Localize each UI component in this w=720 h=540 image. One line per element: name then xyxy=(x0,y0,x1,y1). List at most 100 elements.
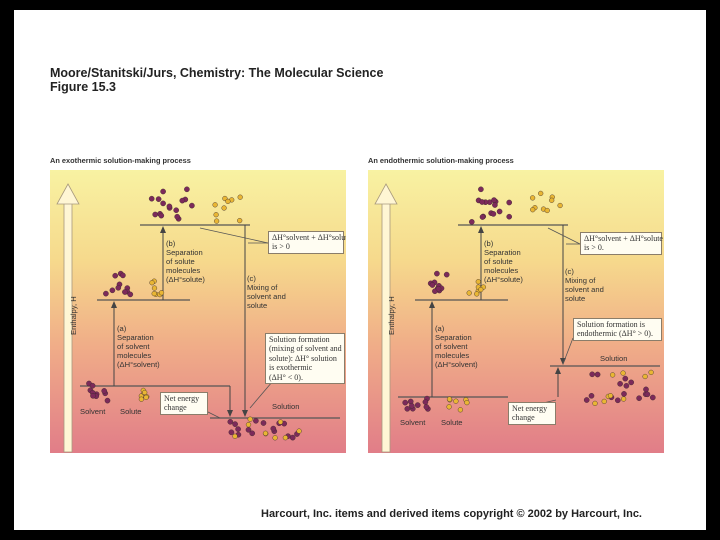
molecule xyxy=(434,270,440,277)
molecule xyxy=(643,386,649,393)
molecule xyxy=(607,393,614,399)
right-y-axis-label: Enthalpy, H xyxy=(387,296,396,335)
molecule xyxy=(621,396,627,402)
molecule xyxy=(478,286,484,293)
molecule xyxy=(530,195,536,201)
separated-solute-molecules xyxy=(530,190,563,214)
molecule xyxy=(237,217,243,224)
molecule xyxy=(622,375,629,382)
molecule xyxy=(158,212,165,219)
molecule xyxy=(227,418,234,425)
molecule xyxy=(173,207,179,214)
figure-source: Moore/Stanitski/Jurs, Chemistry: The Mol… xyxy=(50,66,384,80)
molecule xyxy=(402,399,409,406)
molecule xyxy=(120,272,126,279)
molecule xyxy=(151,290,157,297)
molecule xyxy=(601,398,607,405)
molecule xyxy=(289,434,296,441)
molecule xyxy=(446,396,453,402)
molecule xyxy=(189,202,195,209)
exothermic-diagram xyxy=(56,183,340,453)
molecule xyxy=(184,186,190,193)
molecule xyxy=(228,429,235,436)
molecule xyxy=(90,392,96,399)
endothermic-diagram xyxy=(374,183,660,453)
molecule xyxy=(112,272,118,279)
molecule xyxy=(104,397,111,404)
molecule xyxy=(464,400,470,406)
molecule xyxy=(103,290,109,297)
molecule xyxy=(628,379,635,386)
intermediate-solvent-molecules xyxy=(103,270,134,298)
molecule xyxy=(469,219,475,225)
separated-solvent-molecules xyxy=(469,186,512,225)
molecule xyxy=(588,392,595,399)
molecule xyxy=(506,213,512,220)
enthalpy-arrowhead xyxy=(56,183,80,205)
molecule xyxy=(235,426,241,432)
intermediate-solvent-molecules xyxy=(427,270,450,294)
molecule xyxy=(544,207,550,214)
right-solvent-label: Solvent xyxy=(400,418,426,427)
molecule xyxy=(142,389,148,396)
molecule xyxy=(621,391,627,397)
molecule xyxy=(101,388,108,394)
step-c-arrow xyxy=(242,410,248,417)
molecule xyxy=(158,290,165,296)
step-b-arrow xyxy=(478,226,484,233)
molecule xyxy=(429,282,436,288)
right-solution-label: Solution xyxy=(600,354,628,363)
molecule xyxy=(479,214,486,220)
molecule xyxy=(232,421,238,427)
molecule xyxy=(247,416,253,422)
molecule xyxy=(237,194,243,200)
molecule xyxy=(423,404,430,410)
molecule xyxy=(149,280,155,286)
molecule xyxy=(474,291,480,297)
molecule xyxy=(253,417,259,424)
molecule xyxy=(644,391,651,398)
molecule xyxy=(443,271,450,278)
solution-solvent-molecules xyxy=(227,417,300,441)
molecule xyxy=(617,380,623,387)
molecule xyxy=(506,199,512,206)
molecule xyxy=(296,428,302,434)
solute-molecules xyxy=(446,396,470,413)
left-solution-formation-callout: Solution formation(mixing of solvent and… xyxy=(265,333,345,385)
molecule xyxy=(404,405,411,412)
molecule xyxy=(453,398,459,404)
step-a-arrow xyxy=(429,301,435,308)
molecule xyxy=(214,218,220,224)
molecule xyxy=(245,422,252,428)
figure-number: Figure 15.3 xyxy=(50,80,116,94)
solute-crystal xyxy=(149,278,165,298)
molecule xyxy=(270,425,277,432)
molecule xyxy=(151,285,158,291)
left-panel-title: An exothermic solution-making process xyxy=(50,156,191,165)
left-y-axis-label: Enthalpy, H xyxy=(69,296,78,335)
molecule xyxy=(491,197,497,203)
molecule xyxy=(282,435,289,441)
left-solution-label: Solution xyxy=(272,402,300,411)
molecule xyxy=(166,203,173,210)
molecule xyxy=(457,407,464,413)
molecule xyxy=(277,419,284,425)
molecule xyxy=(623,382,630,389)
molecule xyxy=(610,372,616,378)
molecule xyxy=(648,369,654,376)
molecule xyxy=(594,371,601,378)
left-solvent-label: Solvent xyxy=(80,407,106,416)
molecule xyxy=(225,198,231,205)
molecule xyxy=(221,205,227,211)
slide: Moore/Stanitski/Jurs, Chemistry: The Mol… xyxy=(14,10,706,530)
molecule xyxy=(466,290,472,296)
